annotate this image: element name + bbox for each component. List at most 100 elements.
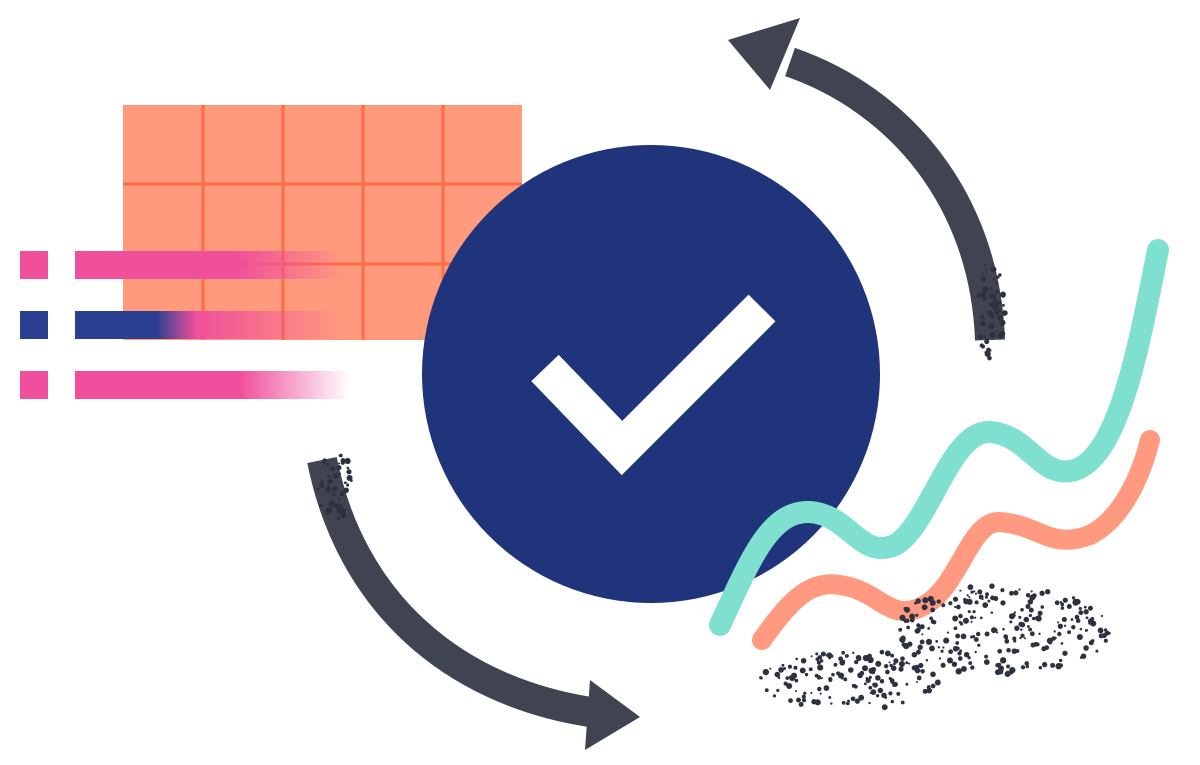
speckle-dot: [861, 665, 868, 672]
speckle-dot: [940, 649, 944, 653]
speckle-dot: [798, 702, 804, 707]
speckle-dot: [1003, 634, 1008, 639]
speckle-dot: [1057, 623, 1063, 629]
speckle-dot: [804, 672, 809, 677]
speckle-dot: [877, 687, 884, 694]
speckle-dot: [984, 338, 990, 345]
speckle-dot: [810, 691, 813, 695]
speckle-dot: [930, 683, 936, 689]
speckle-dot: [938, 657, 942, 660]
speckle-dot: [1060, 642, 1064, 645]
speckle-dot: [979, 320, 986, 327]
speckle-dot: [1002, 303, 1005, 307]
speckle-dot: [1062, 650, 1068, 656]
speckle-dot: [990, 595, 995, 601]
speckle-dot: [918, 662, 924, 669]
speckle-dot: [990, 611, 994, 614]
speckle-dot: [820, 651, 826, 657]
speckle-dot: [340, 460, 345, 465]
speckle-dot: [984, 595, 989, 599]
speckle-dot: [901, 642, 907, 647]
speckle-dot: [769, 667, 772, 670]
speckle-dot: [974, 592, 978, 595]
speckle-dot: [973, 590, 976, 593]
speckle-dot: [968, 596, 971, 599]
speckle-dot: [970, 665, 975, 670]
speckle-dot: [962, 617, 969, 624]
speckle-dot: [803, 691, 807, 695]
speckle-dot: [336, 465, 342, 471]
speckle-dot: [346, 466, 350, 470]
speckle-dot: [997, 300, 1002, 305]
speckle-dot: [958, 651, 962, 655]
speckle-dot: [859, 670, 865, 676]
speckle-dot: [764, 688, 769, 693]
speckle-dot: [1004, 670, 1011, 678]
speckle-dot: [974, 600, 979, 605]
speckle-dot: [905, 682, 909, 686]
speckle-dot: [1001, 310, 1008, 316]
speckle-dot: [989, 293, 995, 299]
speckle-dot: [336, 516, 341, 521]
speckle-dot: [833, 662, 838, 667]
speckle-dot: [1055, 662, 1062, 670]
speckle-dot: [1074, 614, 1080, 620]
speckle-dot: [941, 603, 946, 608]
speckle-dot: [983, 334, 987, 338]
speckle-dot: [919, 624, 925, 630]
speckle-dot: [788, 698, 793, 703]
speckle-dot: [1013, 590, 1019, 596]
speckle-dot: [1026, 625, 1030, 628]
speckle-dot: [884, 696, 888, 699]
speckle-dot: [996, 275, 1000, 279]
speckle-dot: [911, 651, 918, 658]
speckle-dot: [826, 652, 833, 658]
speckle-dot: [337, 472, 341, 476]
speckle-dot: [896, 691, 901, 696]
speckle-dot: [1057, 631, 1062, 637]
speckle-dot: [922, 688, 928, 694]
speckle-dot: [879, 649, 885, 655]
speckle-dot: [319, 482, 325, 489]
speckle-dot: [925, 659, 929, 662]
speckle-dot: [759, 676, 763, 680]
speckle-dot: [1006, 648, 1011, 653]
speckle-dot: [988, 323, 995, 330]
speckle-dot: [967, 656, 971, 660]
speckle-dot: [796, 697, 801, 703]
speckle-dot: [831, 672, 835, 677]
speckle-dot: [984, 350, 991, 358]
speckle-dot: [989, 301, 995, 308]
speckle-dot: [1037, 610, 1043, 616]
speckle-dot: [847, 699, 851, 703]
speckle-dot: [970, 620, 973, 623]
speckle-dot: [1075, 618, 1081, 624]
speckle-dot: [992, 266, 996, 271]
speckle-dot: [1024, 661, 1029, 666]
speckle-dot: [838, 656, 844, 662]
speckle-dot: [995, 312, 999, 316]
speckle-dot: [995, 281, 998, 285]
speckle-dot: [1090, 639, 1095, 643]
speckle-dot: [963, 651, 970, 658]
speckle-dot: [915, 649, 921, 655]
speckle-dot: [942, 646, 945, 649]
speckle-dot: [1039, 590, 1045, 596]
speckle-dot: [1011, 648, 1018, 654]
speckle-dot: [762, 668, 770, 676]
speckle-dot: [1090, 620, 1097, 627]
speckle-dot: [943, 637, 950, 644]
speckle-dot: [974, 616, 977, 619]
speckle-dot: [795, 657, 799, 661]
check-circle-icon: [422, 145, 880, 603]
speckle-dot: [1020, 665, 1026, 670]
speckle-dot: [775, 672, 778, 676]
speckle-dot: [339, 491, 345, 497]
speckle-dot: [977, 643, 981, 647]
speckle-dot: [979, 314, 985, 320]
speckle-dot: [983, 659, 990, 665]
speckle-dot: [1071, 624, 1076, 630]
speckle-dot: [1038, 632, 1041, 636]
speckle-dot: [841, 700, 846, 705]
speckle-dot: [1025, 603, 1031, 609]
